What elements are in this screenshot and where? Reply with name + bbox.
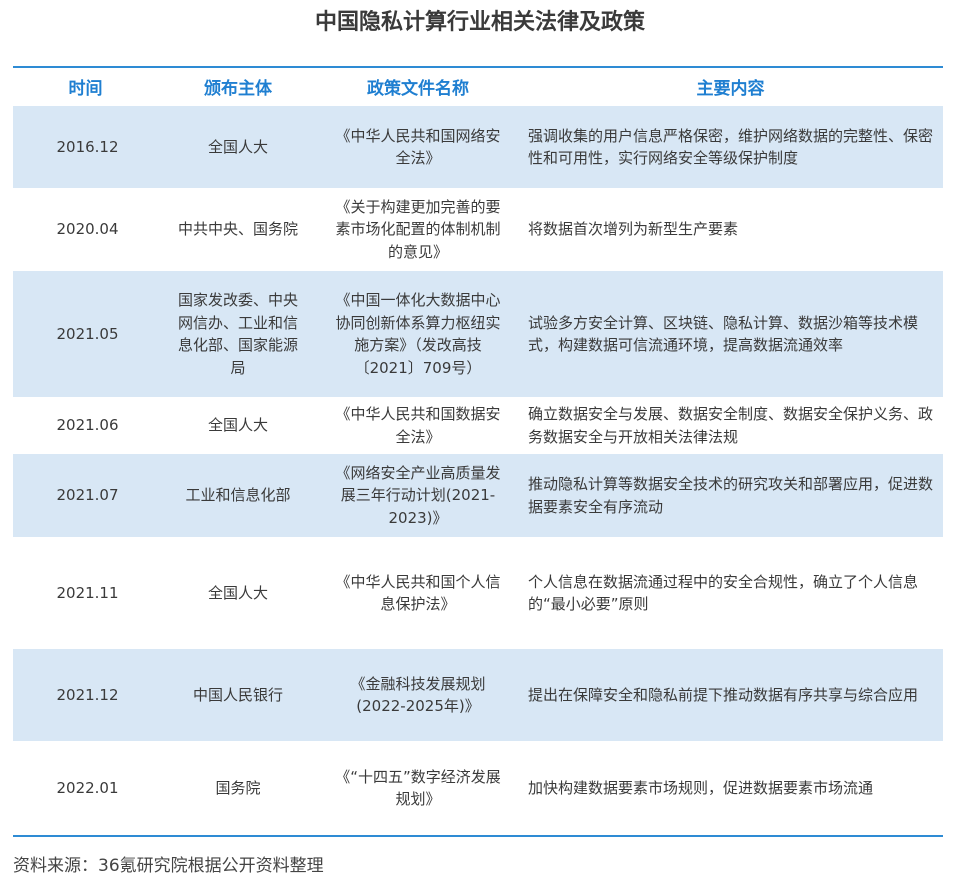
- table-row: 2021.11 全国人大 《中华人民共和国个人信息保护法》 个人信息在数据流通过…: [13, 537, 943, 649]
- cell-content: 提出在保障安全和隐私前提下推动数据有序共享与综合应用: [518, 648, 943, 742]
- cell-content: 强调收集的用户信息严格保密，维护网络数据的完整性、保密性和可用性，实行网络安全等…: [518, 105, 943, 189]
- table-row: 2020.04 中共中央、国务院 《关于构建更加完善的要素市场化配置的体制机制的…: [13, 188, 943, 271]
- cell-doc: 《关于构建更加完善的要素市场化配置的体制机制的意见》: [318, 188, 518, 271]
- table-header-row: 时间 颁布主体 政策文件名称 主要内容: [13, 68, 943, 106]
- cell-org: 中共中央、国务院: [158, 188, 318, 271]
- header-org: 颁布主体: [204, 79, 272, 99]
- table-top-rule: [13, 66, 943, 68]
- source-note: 资料来源：36氪研究院根据公开资料整理: [13, 856, 324, 876]
- table-row: 2021.05 国家发改委、中央网信办、工业和信息化部、国家能源局 《中国一体化…: [13, 270, 943, 398]
- table-bottom-rule: [13, 834, 943, 837]
- cell-time: 2022.01: [13, 741, 158, 835]
- cell-doc: 《金融科技发展规划(2022-2025年)》: [318, 648, 518, 742]
- page-title: 中国隐私计算行业相关法律及政策: [314, 10, 645, 35]
- cell-org: 中国人民银行: [158, 648, 318, 742]
- header-doc: 政策文件名称: [367, 79, 469, 99]
- cell-time: 2021.06: [13, 397, 158, 454]
- cell-content: 加快构建数据要素市场规则，促进数据要素市场流通: [518, 741, 943, 835]
- table-row: 2016.12 全国人大 《中华人民共和国网络安全法》 强调收集的用户信息严格保…: [13, 105, 943, 189]
- cell-time: 2016.12: [13, 105, 158, 189]
- cell-content: 试验多方安全计算、区块链、隐私计算、数据沙箱等技术模式，构建数据可信流通环境，提…: [518, 270, 943, 398]
- cell-doc: 《中华人民共和国网络安全法》: [318, 105, 518, 189]
- cell-org: 工业和信息化部: [158, 453, 318, 538]
- policy-table: 时间 颁布主体 政策文件名称 主要内容 2016.12 全国人大 《中华人民共和…: [13, 68, 943, 835]
- policy-table-container: 时间 颁布主体 政策文件名称 主要内容 2016.12 全国人大 《中华人民共和…: [13, 66, 943, 837]
- cell-time: 2021.07: [13, 453, 158, 538]
- cell-time: 2021.11: [13, 537, 158, 649]
- cell-org: 国家发改委、中央网信办、工业和信息化部、国家能源局: [158, 270, 318, 398]
- table-row: 2021.06 全国人大 《中华人民共和国数据安全法》 确立数据安全与发展、数据…: [13, 397, 943, 454]
- table-row: 2021.07 工业和信息化部 《网络安全产业高质量发展三年行动计划(2021-…: [13, 453, 943, 538]
- cell-time: 2021.12: [13, 648, 158, 742]
- header-content: 主要内容: [696, 79, 765, 99]
- table-row: 2022.01 国务院 《“十四五”数字经济发展规划》 加快构建数据要素市场规则…: [13, 741, 943, 835]
- header-time: 时间: [68, 79, 103, 99]
- cell-doc: 《“十四五”数字经济发展规划》: [318, 741, 518, 835]
- cell-org: 国务院: [158, 741, 318, 835]
- cell-content: 推动隐私计算等数据安全技术的研究攻关和部署应用，促进数据要素安全有序流动: [518, 453, 943, 538]
- cell-org: 全国人大: [158, 105, 318, 189]
- cell-doc: 《中国一体化大数据中心协同创新体系算力枢纽实施方案》（发改高技〔2021〕709…: [318, 270, 518, 398]
- cell-doc: 《中华人民共和国个人信息保护法》: [318, 537, 518, 649]
- cell-content: 将数据首次增列为新型生产要素: [518, 188, 943, 271]
- cell-time: 2021.05: [13, 270, 158, 398]
- cell-doc: 《网络安全产业高质量发展三年行动计划(2021-2023)》: [318, 453, 518, 538]
- cell-time: 2020.04: [13, 188, 158, 271]
- cell-content: 个人信息在数据流通过程中的安全合规性，确立了个人信息的“最小必要”原则: [518, 537, 943, 649]
- cell-org: 全国人大: [158, 397, 318, 454]
- cell-org: 全国人大: [158, 537, 318, 649]
- cell-doc: 《中华人民共和国数据安全法》: [318, 397, 518, 454]
- cell-content: 确立数据安全与发展、数据安全制度、数据安全保护义务、政务数据安全与开放相关法律法…: [518, 397, 943, 454]
- table-row: 2021.12 中国人民银行 《金融科技发展规划(2022-2025年)》 提出…: [13, 648, 943, 742]
